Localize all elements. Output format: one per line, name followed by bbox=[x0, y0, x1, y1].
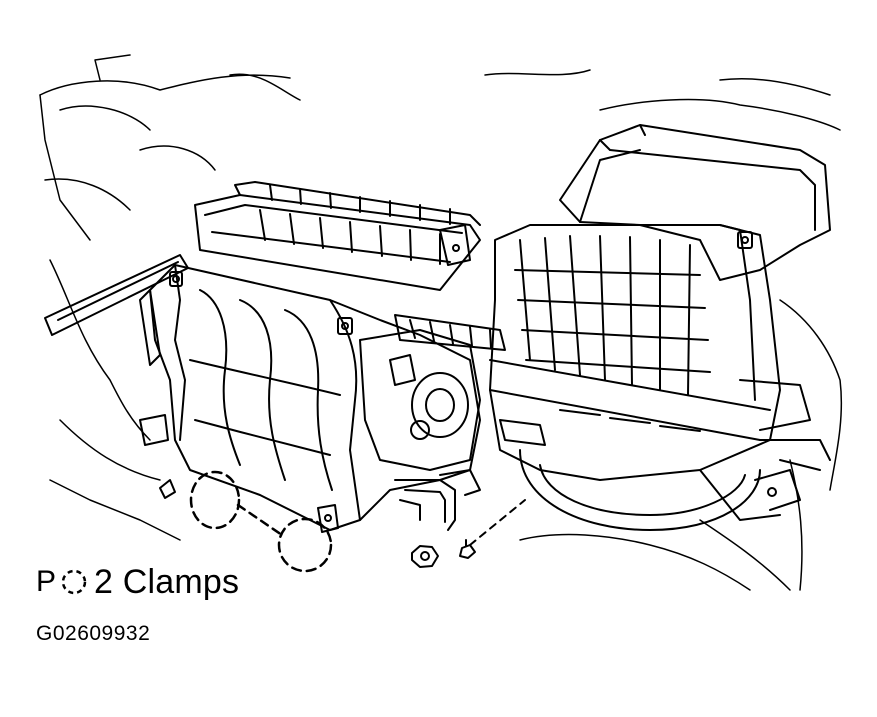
heater-unit-housing bbox=[139, 264, 481, 531]
clamp-callout: P 2 Clamps bbox=[36, 560, 239, 604]
intake-duct bbox=[559, 124, 831, 281]
blower-motor-case bbox=[519, 449, 801, 531]
small-pin bbox=[159, 479, 176, 499]
callout-prefix: P bbox=[36, 565, 57, 598]
clamp-marker-left bbox=[189, 470, 241, 530]
blower-unit-housing bbox=[489, 224, 781, 481]
bolt bbox=[459, 539, 476, 559]
clamp-marker-right bbox=[277, 517, 333, 573]
servo-motor bbox=[359, 314, 506, 471]
figure-code: G02609932 bbox=[36, 622, 151, 645]
bolt-dashed-guide bbox=[469, 499, 526, 546]
clamp-count-label: 2 Clamps bbox=[94, 563, 240, 601]
lower-bracket-strap bbox=[394, 469, 481, 531]
clamp-bracket bbox=[317, 504, 339, 533]
clamp-connector-dashed bbox=[236, 503, 284, 537]
dashboard-background-lines bbox=[39, 54, 843, 591]
dashed-circle-clamp-icon bbox=[61, 569, 87, 595]
right-bracket bbox=[739, 379, 831, 471]
nut bbox=[411, 545, 439, 568]
upper-duct-grille bbox=[194, 181, 481, 291]
